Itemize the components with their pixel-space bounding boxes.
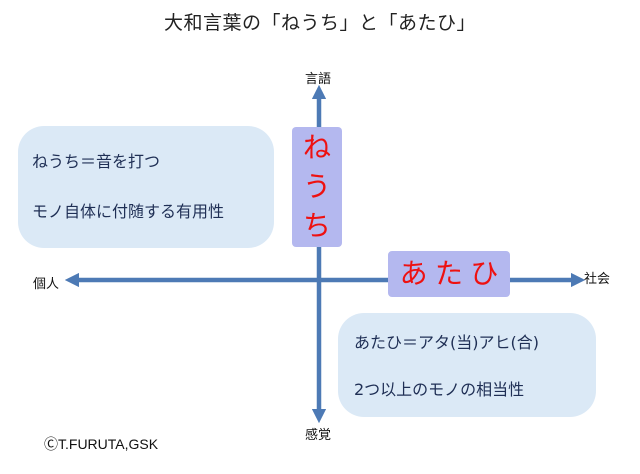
kana-u: う	[302, 169, 331, 203]
definition-box-atahi: あたひ＝アタ(当)アヒ(合) 2つ以上のモノの相当性	[338, 313, 596, 417]
kana-ta: た	[434, 257, 463, 290]
atahi-meaning-line: 2つ以上のモノの相当性	[354, 380, 525, 399]
axis-label-sense: 感覚	[305, 428, 332, 443]
axis-label-society: 社会	[584, 272, 611, 287]
kana-a: あ	[399, 257, 428, 290]
axis-label-language: 言語	[305, 72, 332, 87]
kana-hi: ひ	[470, 257, 499, 290]
neuchi-meaning-line: モノ自体に付随する有用性	[32, 202, 225, 221]
diagram-title: 大和言葉の「ねうち」と「あたひ」	[163, 12, 476, 34]
definition-box-neuchi: ねうち＝音を打つ モノ自体に付随する有用性	[18, 126, 274, 248]
word-neuchi: ね う ち	[292, 127, 342, 247]
axis-label-individual: 個人	[33, 277, 60, 292]
copyright-notice: ⒸT.FURUTA,GSK	[44, 436, 159, 452]
word-atahi: あ た ひ	[388, 251, 510, 297]
neuchi-definition-line: ねうち＝音を打つ	[32, 152, 161, 171]
atahi-definition-line: あたひ＝アタ(当)アヒ(合)	[354, 333, 539, 352]
kana-ne: ね	[302, 131, 331, 165]
kana-chi: ち	[302, 208, 331, 242]
